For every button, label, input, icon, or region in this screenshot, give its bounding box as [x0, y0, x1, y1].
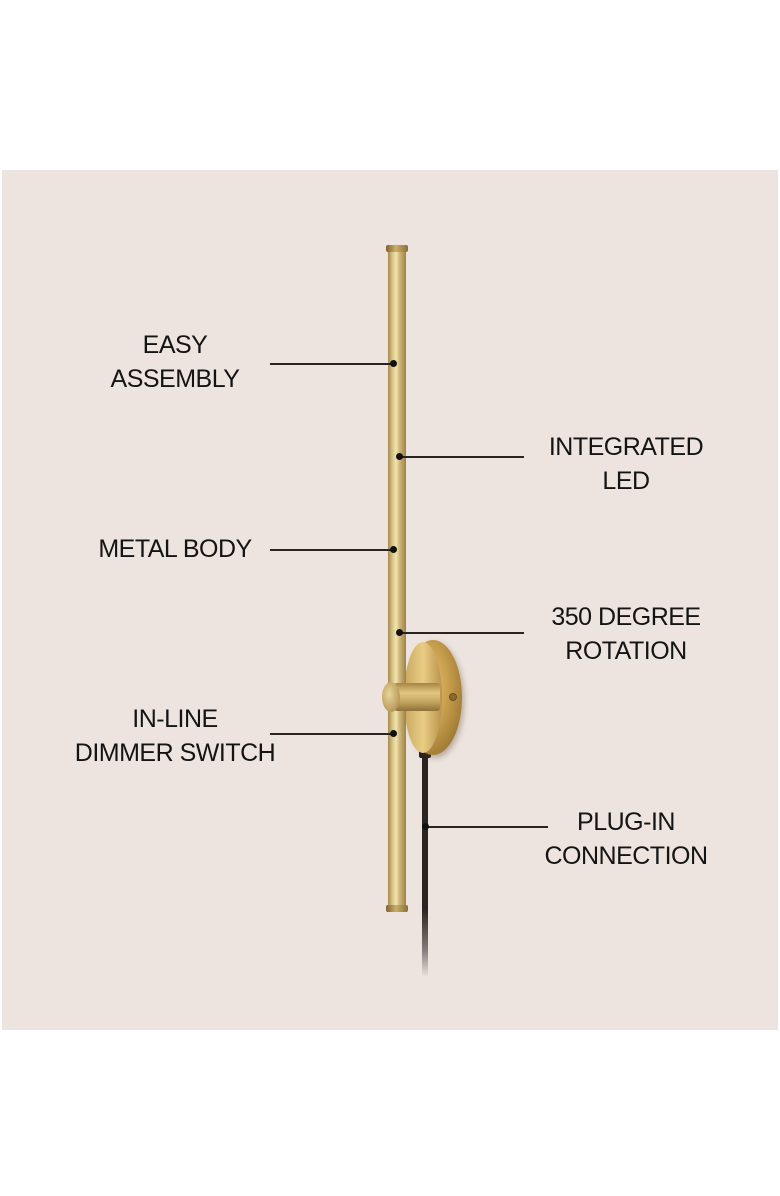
rod-end-cap-bottom: [386, 905, 408, 912]
callout-easy-assembly: EASY ASSEMBLY: [100, 328, 250, 396]
callout-plug-in-connection: PLUG-IN CONNECTION: [530, 805, 722, 873]
callout-line: IN-LINE: [132, 705, 218, 733]
leader-line-plug-in-connection: [426, 826, 548, 828]
leader-dot-metal-body: [390, 546, 397, 553]
callout-line: ROTATION: [565, 637, 687, 665]
leader-dot-in-line-dimmer-switch: [390, 730, 397, 737]
callout-line: EASY: [142, 331, 208, 359]
power-cord: [422, 752, 428, 977]
callout-in-line-dimmer-switch: IN-LINE DIMMER SWITCH: [60, 702, 290, 770]
callout-350-degree-rotation: 350 DEGREE ROTATION: [535, 600, 717, 668]
leader-line-in-line-dimmer-switch: [270, 733, 394, 735]
swivel-arm: [394, 683, 440, 711]
callout-line: LED: [602, 467, 650, 495]
callout-line: METAL BODY: [98, 535, 252, 563]
leader-dot-plug-in-connection: [422, 823, 429, 830]
callout-line: CONNECTION: [544, 842, 708, 870]
leader-line-integrated-led: [400, 456, 524, 458]
leader-dot-integrated-led: [396, 453, 403, 460]
led-rod: [388, 247, 406, 912]
callout-integrated-led: INTEGRATED LED: [535, 430, 717, 498]
leader-dot-350-degree-rotation: [396, 629, 403, 636]
callout-line: 350 DEGREE: [551, 603, 701, 631]
callout-metal-body: METAL BODY: [86, 532, 264, 566]
rod-end-cap-top: [386, 245, 408, 252]
leader-dot-easy-assembly: [390, 360, 397, 367]
leader-line-350-degree-rotation: [400, 632, 524, 634]
cord-grommet: [419, 750, 431, 758]
leader-line-metal-body: [270, 549, 394, 551]
swivel-knob: [382, 682, 400, 712]
callout-line: DIMMER SWITCH: [74, 739, 276, 767]
callout-line: INTEGRATED: [548, 433, 704, 461]
mount-screw-icon: [449, 693, 457, 701]
leader-line-easy-assembly: [270, 363, 394, 365]
callout-line: ASSEMBLY: [110, 365, 240, 393]
callout-line: PLUG-IN: [577, 808, 675, 836]
